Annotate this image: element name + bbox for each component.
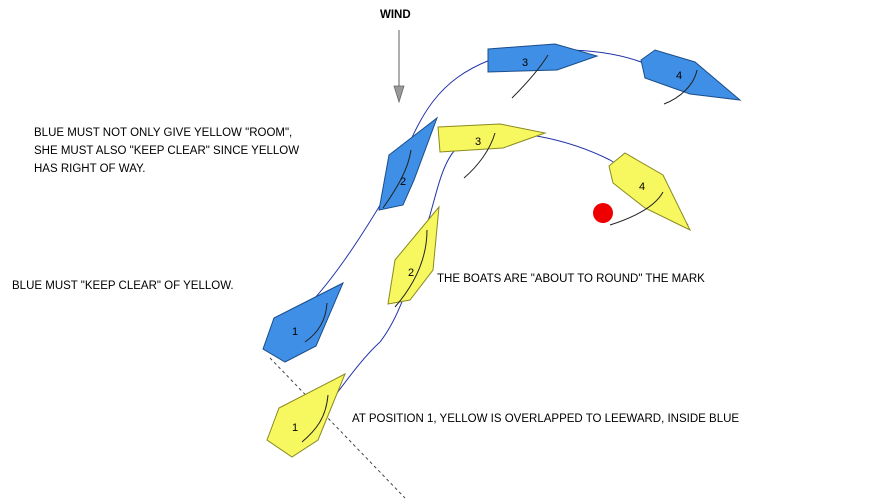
blue-boat-4-label: 4 (676, 70, 682, 82)
wind-label: WIND (380, 9, 411, 21)
yellow-boat-2-label: 2 (408, 267, 414, 279)
yellow-boat-1-label: 1 (292, 422, 298, 434)
yellow-boat-4-label: 4 (639, 181, 645, 193)
annotation-blue-room-line1: BLUE MUST NOT ONLY GIVE YELLOW "ROOM", (34, 127, 293, 139)
annotation-about-to-round: THE BOATS ARE "ABOUT TO ROUND" THE MARK (437, 273, 705, 285)
overlap-dashed-line (269, 357, 406, 499)
rounding-mark (593, 203, 613, 223)
wind-arrow-icon (393, 30, 405, 104)
annotation-blue-room-line2: SHE MUST ALSO "KEEP CLEAR" SINCE YELLOW (34, 145, 300, 157)
blue-boat-4: 4 (640, 49, 742, 105)
blue-boat-2: 2 (378, 116, 439, 211)
yellow-boat-4: 4 (608, 152, 692, 232)
blue-boat-1: 1 (262, 281, 345, 363)
blue-boat-2-label: 2 (400, 176, 406, 188)
blue-boat-1-label: 1 (292, 326, 298, 338)
annotation-blue-room-line3: HAS RIGHT OF WAY. (34, 163, 146, 175)
yellow-boat-3-label: 3 (475, 136, 481, 148)
blue-boat-3: 3 (487, 43, 599, 99)
annotation-blue-keep-clear: BLUE MUST "KEEP CLEAR" OF YELLOW. (12, 280, 234, 292)
yellow-boat-1: 1 (266, 372, 346, 458)
annotation-position1: AT POSITION 1, YELLOW IS OVERLAPPED TO L… (352, 413, 740, 425)
yellow-boat-3: 3 (437, 123, 547, 179)
blue-boat-3-label: 3 (522, 57, 528, 69)
yellow-boat-2: 2 (387, 205, 440, 308)
